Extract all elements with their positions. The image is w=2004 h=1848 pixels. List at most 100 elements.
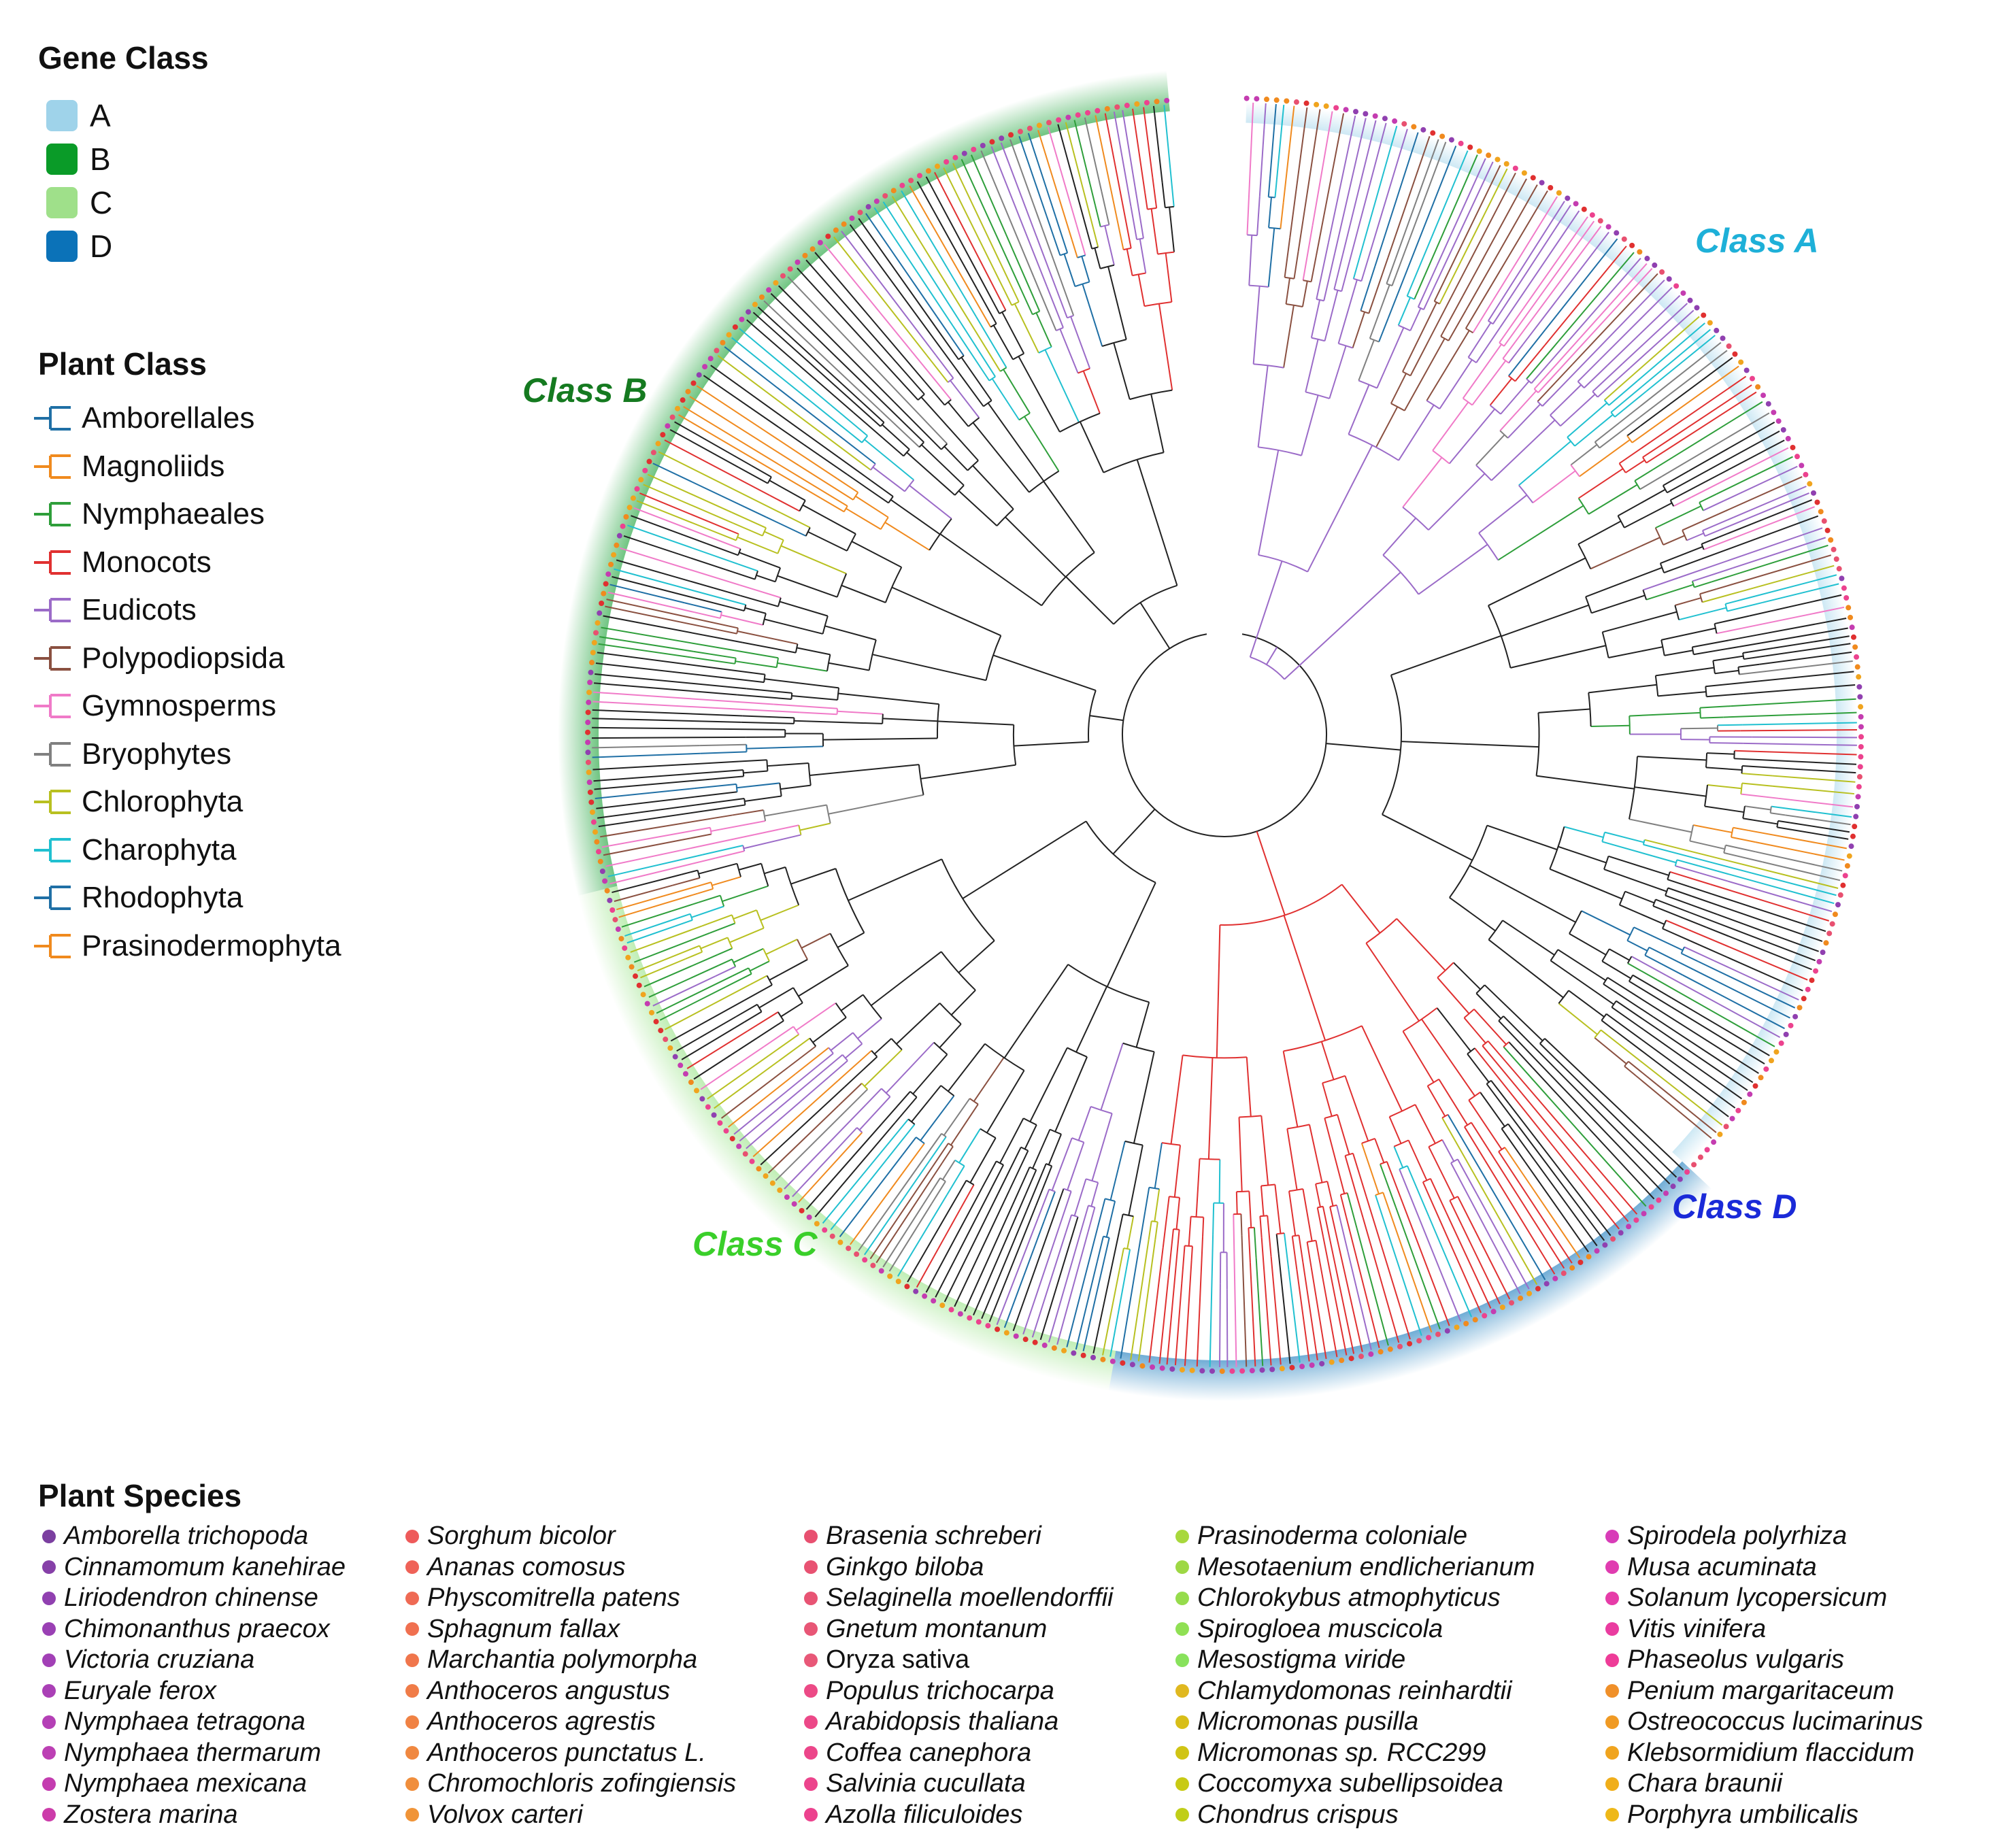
tree-branch: [1059, 329, 1079, 373]
class-b-label: Class B: [522, 371, 648, 409]
tree-branch: [733, 522, 763, 537]
plant-class-item-1: Magnoliids: [33, 446, 224, 487]
species-name: Penium margaritaceum: [1627, 1676, 1894, 1705]
tree-branch-arc: [1737, 667, 1740, 675]
tree-tip: [1372, 113, 1378, 119]
tree-branch: [1507, 1090, 1620, 1230]
tree-branch: [830, 1032, 854, 1052]
tree-branch: [1526, 341, 1559, 380]
species-dot-icon: [1175, 1777, 1189, 1791]
tree-branch: [830, 1158, 888, 1230]
species-item: Oryza sativa: [804, 1645, 1212, 1676]
tree-branch-arc: [861, 435, 869, 443]
tree-branch-arc: [1407, 295, 1415, 300]
tree-branch: [943, 446, 969, 471]
species-dot-icon: [804, 1653, 818, 1667]
tree-branch: [828, 662, 869, 671]
tree-branch: [739, 584, 782, 599]
tree-branch: [1484, 984, 1543, 1041]
tree-branch: [1095, 115, 1118, 217]
tree-tip: [1075, 112, 1081, 118]
tree-tip: [717, 1120, 723, 1126]
tree-tip: [913, 1288, 919, 1294]
tree-branch-arc: [1090, 1105, 1113, 1115]
tree-branch: [603, 615, 743, 643]
tree-tip: [655, 441, 661, 447]
tree-branch-arc: [1316, 298, 1324, 302]
tree-branch: [1374, 1138, 1385, 1163]
tree-branch: [1658, 1029, 1748, 1091]
tree-branch: [744, 984, 773, 1001]
species-dot-icon: [1605, 1622, 1619, 1636]
tree-branch: [1618, 441, 1652, 465]
tree-branch: [943, 1098, 971, 1136]
tree-branch: [1188, 1216, 1192, 1246]
tree-branch: [970, 154, 1031, 289]
tree-branch: [1762, 583, 1839, 604]
tree-branch: [1086, 231, 1093, 250]
tree-branch: [837, 1049, 872, 1081]
tree-tip: [1124, 103, 1130, 109]
tree-branch: [1480, 1092, 1505, 1127]
tree-branch: [1398, 404, 1435, 461]
species-dot-icon: [1175, 1808, 1189, 1822]
tree-branch: [1568, 990, 1605, 1018]
tree-branch: [1426, 330, 1470, 401]
tree-branch: [769, 494, 800, 512]
tree-branch: [1144, 1187, 1150, 1212]
tree-tip: [1401, 121, 1407, 127]
plant-class-label: Monocots: [82, 545, 212, 579]
tree-branch: [1743, 655, 1766, 660]
tree-tip: [726, 332, 732, 338]
tree-branch-arc: [1503, 1041, 1509, 1047]
tree-branch: [598, 643, 708, 660]
tree-tip: [1780, 426, 1786, 433]
tree-branch-arc: [1060, 252, 1068, 256]
tree-branch-arc: [1046, 1163, 1052, 1167]
tree-branch: [1639, 996, 1759, 1074]
tree-tip: [1494, 156, 1501, 163]
tree-branch-arc: [1393, 1139, 1409, 1147]
tree-tip: [729, 1136, 735, 1142]
species-dot-icon: [1605, 1529, 1619, 1543]
tree-branch: [1352, 1153, 1367, 1197]
tree-branch: [1280, 202, 1284, 229]
tree-branch-arc: [1144, 301, 1172, 307]
tree-branch-arc: [1088, 1205, 1095, 1208]
tree-branch: [720, 614, 763, 626]
tree-branch: [682, 833, 712, 841]
tree-branch-arc: [1682, 530, 1688, 541]
tree-branch: [916, 181, 978, 289]
tree-branch: [658, 451, 782, 514]
species-name: Victoria cruziana: [64, 1645, 255, 1675]
tree-branch-arc: [1088, 690, 1097, 742]
tree-branch: [744, 795, 782, 802]
tree-branch-arc: [948, 1143, 954, 1147]
tree-branch-arc: [1601, 632, 1609, 658]
tree-branch-arc: [1699, 593, 1703, 603]
tree-branch-arc: [798, 825, 802, 835]
tree-branch: [1112, 809, 1156, 855]
tree-branch: [1663, 535, 1685, 545]
tree-tip: [707, 356, 714, 362]
tree-branch: [1175, 1197, 1181, 1230]
tree-tip: [1807, 481, 1813, 487]
tree-branch: [1104, 225, 1115, 266]
tree-branch: [1286, 1128, 1298, 1190]
tree-branch: [1704, 525, 1730, 537]
tree-tip: [1051, 1345, 1057, 1351]
tree-branch: [939, 1023, 962, 1049]
tree-branch: [778, 1037, 810, 1062]
species-dot-icon: [42, 1591, 56, 1605]
tree-branch: [1549, 263, 1648, 373]
tree-branch: [1347, 1251, 1372, 1350]
tree-branch: [1743, 684, 1856, 694]
tree-branch: [752, 1080, 839, 1158]
tree-branch: [1170, 173, 1175, 207]
tree-branch: [1348, 384, 1370, 435]
tree-branch-arc: [1103, 1235, 1109, 1239]
tree-branch: [1048, 1234, 1081, 1343]
tree-tip: [1803, 471, 1809, 477]
tree-branch: [799, 465, 854, 501]
